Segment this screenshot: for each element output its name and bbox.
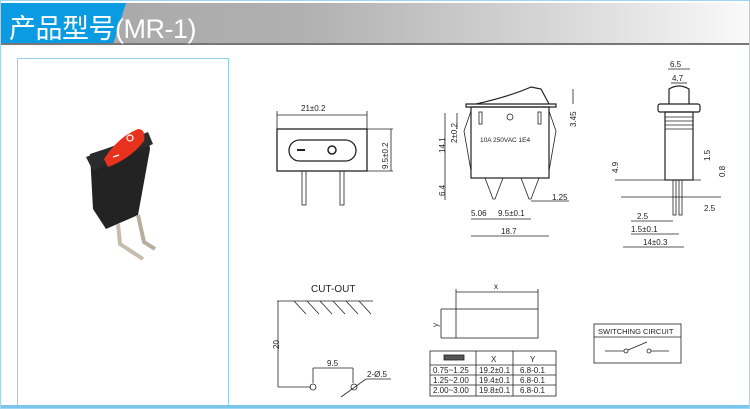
page-title: 产品型号(MR-1) [9,14,196,44]
cutout-hole-pitch: 9.5 [327,359,339,368]
table-cell: 1.25~2.00 [433,376,469,385]
switching-circuit-diagram: SWITCHING CIRCUIT [593,323,682,364]
panel-cutout-drawing: x y [431,282,539,339]
table-cell: 6.8-0.1 [520,366,545,375]
dim-pin-left: 2.5 [637,212,649,221]
switching-circuit-title: SWITCHING CIRCUIT [598,327,674,336]
cutout-title: CUT-OUT [311,284,355,295]
dim-rocker-height: 3.45 [569,111,578,127]
panel-thickness-icon [443,354,465,361]
front-view-drawing: 21±0.2 9.5±0.2 [276,104,393,206]
dim-rocker-outer: 6.5 [670,60,682,69]
product-photo [86,129,157,261]
title-accent [1,3,126,43]
dim-pin-offset-right: 0.8 [718,165,727,177]
cutout-height-dim: 20 [272,340,281,349]
dim-pin-right: 2.5 [704,204,716,213]
table-cell: 6.8-0.1 [520,376,545,385]
x-label: x [494,282,498,291]
dim-clip-offset: 2±0.2 [450,122,459,143]
panel-thickness-table: X Y 0.75~1.25 19.2±0.1 6.8-0.1 1.25~2.00… [429,350,557,397]
table-cell: 6.8-0.1 [520,386,545,395]
rating-text: 10A 250VAC 1E4 [480,137,530,144]
table-cell: 0.75~1.25 [433,366,469,375]
title-bar: 产品型号(MR-1) [1,3,749,45]
cutout-drawing: CUT-OUT 20 9.5 2-Ø.5 [272,284,391,398]
dim-rocker-inner: 4.7 [672,74,684,83]
table-cell: 2.00~3.00 [433,386,469,395]
dim-pin-thickness: 1.5±0.1 [631,225,658,234]
table-cell: 19.2±0.1 [479,366,511,375]
dim-pin-edge: 5.06 [471,209,487,218]
dim-pin-height: 4.9 [611,161,620,173]
table-cell: 19.4±0.1 [479,376,511,385]
end-view-drawing: 6.5 4.7 4.9 1.5 0.8 2.5 2.5 1.5±0.1 14±0… [611,60,727,248]
table-cell: 19.8±0.1 [479,386,511,395]
dim-pin-length: 6.4 [438,184,447,196]
dim-pin-width: 1.25 [552,193,568,202]
rocker-switch-image [86,129,157,261]
front-height-dim: 9.5±0.2 [381,142,390,169]
table-header-x: X [491,355,497,364]
dim-pin-pitch: 9.5±0.1 [498,209,525,218]
product-photo-frame [17,58,229,408]
front-width-dim: 21±0.2 [301,104,326,113]
dim-body-height: 14.1 [438,137,447,153]
dim-total: 14±0.3 [643,238,668,247]
table-header-y: Y [530,355,536,364]
side-view-drawing: 10A 250VAC 1E4 14.1 2±0.2 3.45 6.4 5.06 … [438,86,578,237]
cutout-hole-dim: 2-Ø.5 [367,370,388,379]
bottom-border [1,405,749,408]
dim-body-width: 18.7 [501,227,517,236]
dim-flange: 1.5 [703,149,712,161]
y-label: y [431,323,440,327]
